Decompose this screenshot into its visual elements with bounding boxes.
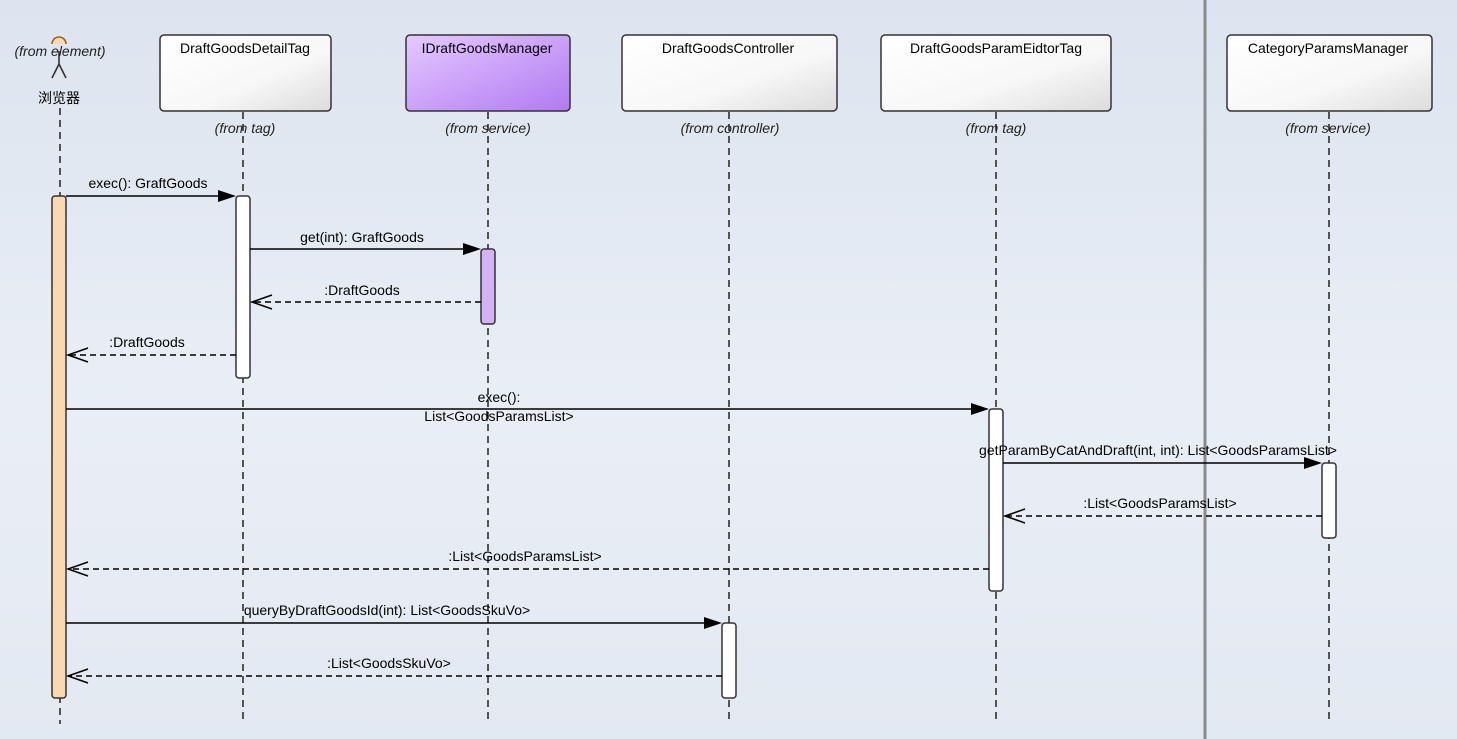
lifeline-head-manager[interactable]: IDraftGoodsManager (from service) xyxy=(405,34,571,136)
message-return[interactable]: :List<GoodsParamsList> xyxy=(65,548,989,577)
message-arrow[interactable]: queryByDraftGoodsId(int): List<GoodsSkuV… xyxy=(66,602,722,629)
stick-figure-icon xyxy=(51,36,67,79)
message-arrow[interactable]: getParamByCatAndDraft(int, int): List<Go… xyxy=(979,442,1337,469)
lifeline-name: DraftGoodsParamEidtorTag xyxy=(910,40,1082,56)
message-arrow[interactable]: get(int): GraftGoods xyxy=(250,229,481,255)
message-label: :DraftGoods xyxy=(324,282,399,298)
message-label: :DraftGoods xyxy=(109,334,184,350)
activation-detail xyxy=(235,195,251,379)
message-return[interactable]: :List<GoodsSkuVo> xyxy=(65,655,722,684)
message-arrow[interactable]: exec(): List<GoodsParamsList> xyxy=(66,388,989,424)
lifeline-from: (from tag) xyxy=(215,120,276,136)
message-label: exec(): GraftGoods xyxy=(88,175,207,191)
activation-ctrl xyxy=(721,622,737,699)
activation-actor xyxy=(51,195,67,699)
lifeline-from: (from controller) xyxy=(681,120,780,136)
activation-param xyxy=(988,408,1004,592)
lifeline-head-ctrl[interactable]: DraftGoodsController (from controller) xyxy=(621,34,838,136)
messages: exec(): GraftGoods get(int): GraftGoods … xyxy=(65,175,1337,684)
lifeline-name: IDraftGoodsManager xyxy=(422,40,553,56)
lifeline-head-cat[interactable]: CategoryParamsManager (from service) xyxy=(1226,34,1433,136)
lifeline-head-detail[interactable]: DraftGoodsDetailTag (from tag) xyxy=(159,34,332,136)
actor-name: 浏览器 xyxy=(38,90,80,106)
actor-browser[interactable]: (from element) 浏览器 xyxy=(14,36,106,106)
activation-manager xyxy=(480,248,496,325)
message-label: get(int): GraftGoods xyxy=(300,229,424,245)
message-arrow[interactable]: exec(): GraftGoods xyxy=(66,175,236,202)
message-label-line2: List<GoodsParamsList> xyxy=(424,408,573,424)
message-label: exec(): xyxy=(478,389,521,405)
message-label: getParamByCatAndDraft(int, int): List<Go… xyxy=(979,442,1337,458)
message-return[interactable]: :DraftGoods xyxy=(249,282,481,310)
lifeline-from: (from service) xyxy=(1285,120,1371,136)
lifeline-from: (from tag) xyxy=(966,120,1027,136)
message-label: :List<GoodsParamsList> xyxy=(448,548,601,564)
message-return[interactable]: :List<GoodsParamsList> xyxy=(1002,495,1322,524)
lifeline-name: DraftGoodsDetailTag xyxy=(180,40,310,56)
activation-bars xyxy=(51,195,1337,699)
message-label: :List<GoodsSkuVo> xyxy=(327,655,451,671)
lifeline-from: (from service) xyxy=(445,120,531,136)
message-label: queryByDraftGoodsId(int): List<GoodsSkuV… xyxy=(244,602,530,618)
message-return[interactable]: :DraftGoods xyxy=(65,334,236,363)
lifeline-name: DraftGoodsController xyxy=(662,40,795,56)
actor-stereotype: (from element) xyxy=(14,43,105,59)
message-label: :List<GoodsParamsList> xyxy=(1083,495,1236,511)
activation-cat xyxy=(1321,462,1337,539)
lifeline-head-param[interactable]: DraftGoodsParamEidtorTag (from tag) xyxy=(880,34,1112,136)
lifeline-name: CategoryParamsManager xyxy=(1248,40,1409,56)
